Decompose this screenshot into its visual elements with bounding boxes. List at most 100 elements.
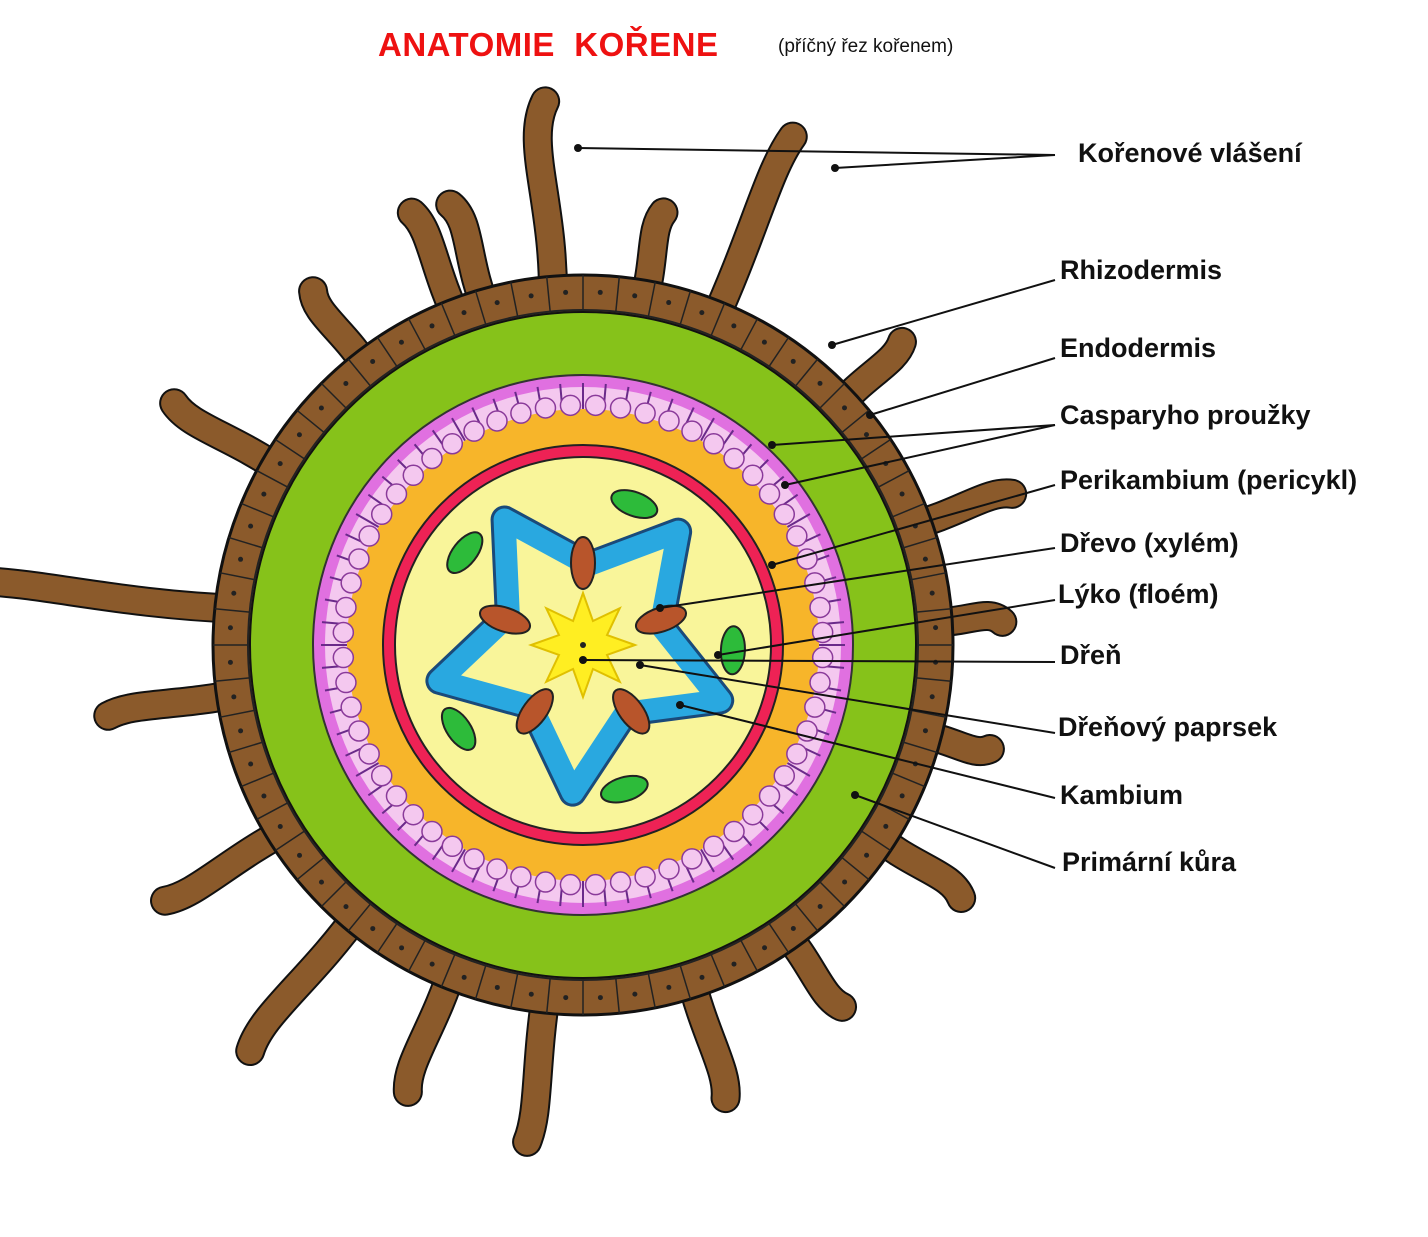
rhizodermis-cell-wall bbox=[545, 978, 551, 1014]
leader-dot bbox=[656, 604, 664, 612]
rhizodermis-cell-wall bbox=[911, 709, 947, 718]
root-hair bbox=[524, 88, 566, 315]
endodermis-cell bbox=[385, 483, 408, 505]
rhizodermis-nucleus bbox=[922, 556, 928, 562]
rhizodermis-nucleus bbox=[817, 380, 823, 386]
rhizodermis-nucleus bbox=[261, 491, 267, 497]
rhizodermis-nucleus bbox=[563, 289, 569, 295]
phloem-strand bbox=[610, 489, 659, 519]
rhizodermis-cell-wall bbox=[679, 965, 692, 1000]
rhizodermis-cell-wall bbox=[296, 856, 325, 881]
endodermis-cell bbox=[370, 503, 393, 526]
rhizodermis-nucleus bbox=[762, 945, 768, 951]
xylem-strand bbox=[515, 688, 554, 735]
rhizodermis-cell-wall bbox=[861, 830, 892, 852]
endodermis-cell bbox=[348, 720, 370, 742]
rhizodermis-cell-wall bbox=[768, 923, 790, 954]
endodermis-cell bbox=[773, 503, 796, 526]
leader-dot bbox=[574, 144, 582, 152]
rhizodermis-nucleus bbox=[398, 339, 404, 345]
rhizodermis-cell-wall bbox=[274, 438, 305, 460]
label-drevo: Dřevo (xylém) bbox=[1060, 528, 1239, 558]
endodermis-cell bbox=[702, 432, 725, 455]
rhizodermis-cell-wall bbox=[407, 318, 426, 350]
rhizodermis-nucleus bbox=[318, 405, 324, 411]
rhizodermis-nucleus bbox=[864, 852, 870, 858]
endodermis-cell bbox=[773, 764, 796, 787]
leader-line bbox=[831, 279, 1056, 346]
endodermis-cell bbox=[609, 871, 632, 893]
endodermis-cell bbox=[332, 646, 355, 669]
rhizodermis-nucleus bbox=[277, 461, 283, 467]
leader-dot bbox=[676, 701, 684, 709]
rhizodermis-cell-wall bbox=[474, 965, 487, 1000]
rhizodermis-cell-wall bbox=[740, 940, 759, 972]
leader-line bbox=[854, 794, 1056, 869]
rhizodermis-nucleus bbox=[318, 879, 324, 885]
endodermis-cell bbox=[804, 696, 826, 718]
endodermis-cell bbox=[358, 525, 380, 547]
endodermis-cell bbox=[741, 464, 764, 487]
rhizodermis-nucleus bbox=[922, 728, 928, 734]
rhizodermis-cell-wall bbox=[228, 536, 263, 549]
rhizodermis-cell-wall bbox=[861, 438, 892, 460]
rhizodermis-nucleus bbox=[238, 556, 244, 562]
endodermis-cell bbox=[348, 548, 370, 570]
rhizodermis-cell-wall bbox=[510, 973, 519, 1009]
rhizodermis-cell-wall bbox=[440, 954, 456, 988]
rhizodermis-cell-wall bbox=[892, 502, 926, 518]
rhizodermis-nucleus bbox=[494, 300, 500, 306]
endodermis-cell bbox=[758, 483, 781, 505]
rhizodermis-nucleus bbox=[399, 945, 405, 951]
rhizodermis-nucleus bbox=[883, 823, 889, 829]
leader-dot bbox=[768, 561, 776, 569]
rhizodermis-cell-wall bbox=[347, 903, 372, 932]
rhizodermis-nucleus bbox=[297, 852, 303, 858]
rhizodermis-nucleus bbox=[817, 904, 823, 910]
rhizodermis-cell-wall bbox=[740, 318, 759, 350]
rhizodermis-nucleus bbox=[296, 432, 302, 438]
rhizodermis-cell-wall bbox=[892, 772, 926, 788]
endodermis-cell bbox=[402, 803, 425, 826]
endodermis-cell bbox=[441, 835, 464, 858]
rhizodermis-cell-wall bbox=[710, 302, 726, 336]
casparian-strip bbox=[451, 417, 466, 442]
casparian-strip bbox=[700, 848, 715, 873]
leader-line bbox=[659, 547, 1056, 609]
rhizodermis-nucleus bbox=[429, 961, 435, 967]
rhizodermis-cell-wall bbox=[256, 802, 288, 821]
rhizodermis-nucleus bbox=[528, 991, 534, 997]
rhizodermis-nucleus bbox=[231, 694, 237, 700]
endodermis-cell bbox=[634, 866, 656, 888]
endodermis-cell bbox=[340, 572, 362, 594]
rhizodermis-nucleus bbox=[933, 625, 939, 631]
endodermis-cell bbox=[441, 432, 464, 455]
endodermis-cell bbox=[510, 866, 532, 888]
leader-dot bbox=[851, 791, 859, 799]
leader-line bbox=[639, 664, 1056, 734]
endodermis-cell bbox=[741, 803, 764, 826]
rhizodermis-nucleus bbox=[563, 995, 569, 1001]
phloem-strand bbox=[446, 531, 484, 574]
endodermis-cell bbox=[758, 785, 781, 807]
rhizodermis-cell-wall bbox=[376, 336, 398, 367]
leader-line bbox=[784, 424, 1056, 486]
rhizodermis-nucleus bbox=[277, 824, 283, 830]
rhizodermis-cell-wall bbox=[794, 358, 819, 387]
leader-line bbox=[577, 147, 1056, 156]
rhizodermis-nucleus bbox=[761, 339, 767, 345]
label-casparyho-prouzky: Casparyho proužky bbox=[1060, 400, 1311, 430]
leader-dot bbox=[866, 411, 874, 419]
casparian-strip bbox=[355, 762, 380, 777]
rhizodermis-cell-wall bbox=[440, 302, 456, 336]
xylem-strand bbox=[479, 604, 532, 635]
rhizodermis-cell-wall bbox=[903, 536, 938, 549]
endodermis-cell bbox=[510, 402, 532, 424]
rhizodermis-cell-wall bbox=[679, 290, 692, 325]
leader-lines bbox=[574, 144, 1056, 869]
rhizodermis-nucleus bbox=[461, 974, 467, 980]
rhizodermis-nucleus bbox=[494, 984, 500, 990]
rhizodermis-nucleus bbox=[528, 293, 534, 299]
rhizodermis-cell-wall bbox=[768, 336, 790, 367]
